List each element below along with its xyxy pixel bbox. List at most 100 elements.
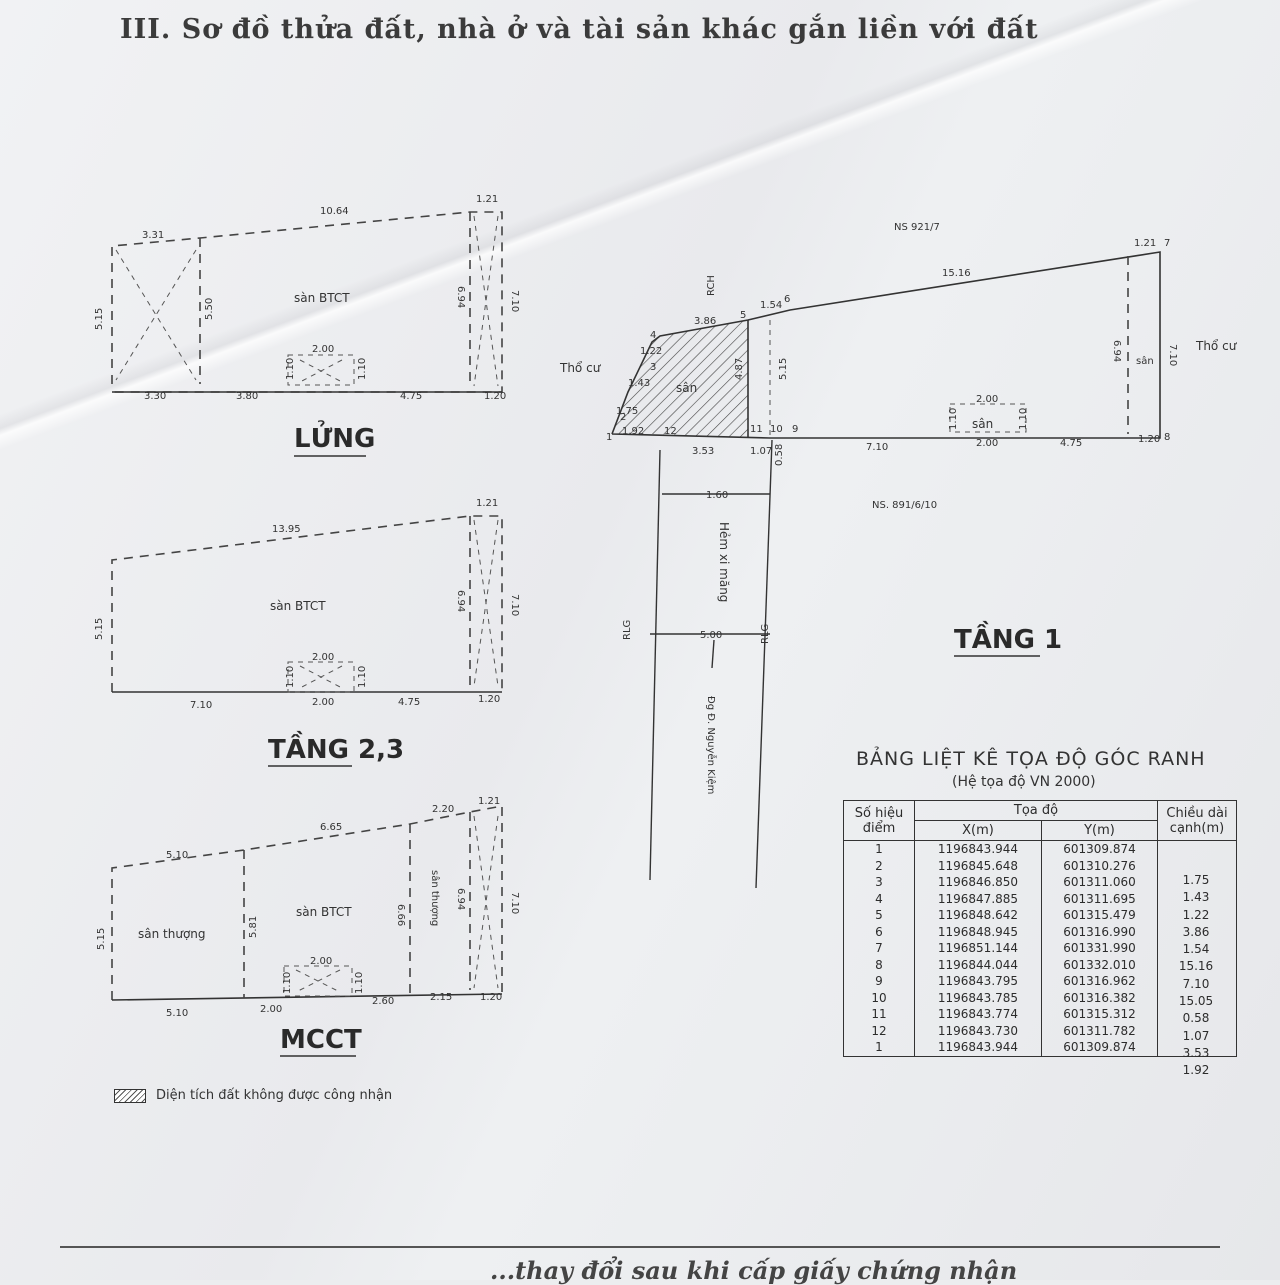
dim: 1.10 [282,972,293,994]
dim: 6.65 [320,822,342,833]
tang23-floor-label: sàn BTCT [270,599,326,613]
cell-x: 1196843.944 [914,1039,1042,1057]
cell-x: 1196844.044 [914,956,1042,973]
dim: 5.15 [778,358,789,380]
tang1-yard-label-3: sân [1136,355,1154,367]
dim: 1.10 [948,408,959,430]
table-title: BẢNG LIỆT KÊ TỌA ĐỘ GÓC RANH [856,748,1206,770]
neighbor-right-label: Thổ cư [1195,339,1238,353]
edge-length: 3.53 [1182,1045,1210,1060]
lung-title: LỬNG [294,418,375,454]
point-label: 3 [650,362,656,373]
dim: 2.00 [976,394,998,405]
neighbor-left-label: Thổ cư [559,361,602,375]
dim: 2.00 [260,1004,282,1015]
point-label: 4 [650,330,656,341]
cell-length [1157,1039,1237,1057]
point-label: 5 [740,310,746,321]
point-label: 7 [1164,238,1170,249]
cell-y: 601331.990 [1040,940,1159,957]
point-label: 10 [770,424,783,435]
col-y: Y(m) [1040,820,1159,841]
coordinate-table: Số hiệu điểm Tọa độ Chiều dài cạnh(m) X(… [843,800,1237,1057]
dim: 1.07 [750,446,772,457]
dim: 7.10 [190,700,212,711]
dim: 2.60 [372,996,394,1007]
cell-length [1157,1022,1237,1039]
dim: 1.21 [478,796,500,807]
dim: 1.10 [354,972,365,994]
cell-length [1157,874,1237,891]
cell-length [1157,890,1237,907]
dim: 2.00 [976,438,998,449]
dim: 4.75 [1060,438,1082,449]
cell-length [1157,923,1237,940]
dim: 5.15 [94,618,105,640]
dim: 7.10 [1167,344,1178,366]
cell-point: 8 [843,956,915,973]
dim: 7.10 [866,442,888,453]
edge-length: 1.54 [1182,942,1210,957]
cell-y: 601316.962 [1040,973,1159,990]
dim: 6.94 [1111,340,1122,362]
col-x: X(m) [914,820,1042,841]
dim: 3.53 [692,446,714,457]
dim: 4.87 [734,358,745,380]
dim: 5.00 [700,630,722,641]
mcct-title: MCCT [280,1025,362,1055]
dim: 1.21 [476,194,498,205]
cell-point: 6 [843,923,915,940]
dim: 1.20 [1138,434,1160,445]
plan-tang23: 13.95 1.21 5.15 6.94 7.10 7.10 2.00 4.75… [94,498,520,767]
cell-point: 3 [843,874,915,891]
cell-x: 1196843.730 [914,1022,1042,1039]
dim: 2.15 [430,992,452,1003]
tang1-yard-label: sân [676,381,697,395]
neighbor-top-label: NS 921/7 [894,222,940,233]
tang1-title: TẦNG 1 [954,620,1062,655]
dim: 3.30 [144,391,166,402]
point-label: 1 [606,432,612,443]
hatch-swatch-icon [114,1088,146,1103]
cell-length [1157,840,1237,858]
dim: 1.10 [357,358,368,380]
point-label: 8 [1164,432,1170,443]
dim: 2.00 [310,956,332,967]
cell-y: 601311.695 [1040,890,1159,907]
dim: 1.22 [640,346,662,357]
dim: 10.64 [320,206,349,217]
cell-x: 1196843.795 [914,973,1042,990]
dim: 1.60 [706,490,728,501]
point-label: 11 [750,424,763,435]
cell-x: 1196843.785 [914,989,1042,1006]
dim: 5.15 [96,928,107,950]
dim: 1.10 [357,666,368,688]
dim: 5.10 [166,850,188,861]
tang23-title: TẦNG 2,3 [268,730,404,765]
footer-text: ...thay đổi sau khi cấp giấy chứng nhận [490,1256,1018,1285]
dim: 0.58 [774,444,785,466]
edge-length: 1.07 [1182,1028,1210,1043]
dim: 5.10 [166,1008,188,1019]
cell-point: 11 [843,1006,915,1023]
tang23-outline [111,515,503,692]
mcct-terrace-label-2: sân thượng [429,870,441,926]
edge-length: 1.43 [1182,890,1210,905]
tang1-yard-label-2: sân [972,417,993,431]
footer-divider [60,1246,1220,1248]
unrecognized-land-area [612,320,748,438]
edge-length: 7.10 [1182,976,1210,991]
cell-length [1157,940,1237,957]
alley-label: Hẻm xi măng [717,522,731,602]
dim: 1.10 [1018,408,1029,430]
cell-x: 1196848.642 [914,907,1042,924]
mcct-outline [111,805,503,1000]
legend: Diện tích đất không được công nhận [114,1088,392,1103]
section-heading: III. Sơ đồ thửa đất, nhà ở và tài sản kh… [120,14,1039,45]
plan-mcct: 5.10 6.65 2.20 1.21 5.15 5.81 6.66 6.94 … [96,796,520,1057]
